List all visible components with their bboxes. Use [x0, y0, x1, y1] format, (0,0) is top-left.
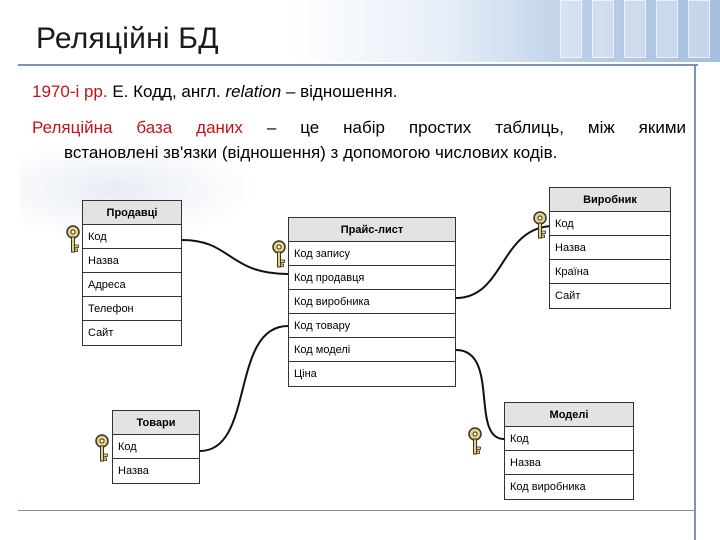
- table-sellers-header: Продавці: [83, 201, 181, 225]
- slide-title: Реляційні БД: [36, 22, 219, 55]
- primary-key-icon: [533, 211, 547, 239]
- table-row: Код: [550, 212, 670, 236]
- definition-first-line: Реляційна база даних – це набір простих …: [32, 115, 686, 140]
- table-row: Код моделі: [289, 338, 455, 362]
- relation-term: relation: [225, 82, 282, 101]
- primary-key-icon: [468, 427, 482, 455]
- table-row: Код продавця: [289, 266, 455, 290]
- table-row: Назва: [113, 459, 199, 483]
- definition-term: Реляційна база даних: [32, 118, 243, 137]
- primary-key-icon: [95, 434, 109, 462]
- table-row: Код запису: [289, 242, 455, 266]
- table-row: Ціна: [289, 362, 455, 386]
- table-sellers: Продавці Код Назва Адреса Телефон Сайт: [82, 200, 182, 346]
- primary-key-icon: [66, 225, 80, 253]
- header-decor-tile: [688, 0, 710, 58]
- header-decor-tile: [624, 0, 646, 58]
- header-decor-tile: [656, 0, 678, 58]
- table-row: Країна: [550, 260, 670, 284]
- table-row: Адреса: [83, 273, 181, 297]
- header-decor-tile: [560, 0, 582, 58]
- header-band: [0, 0, 720, 62]
- table-row: Код: [505, 427, 633, 451]
- table-manufacturer-header: Виробник: [550, 188, 670, 212]
- definition-rest: – це набір простих таблиць, між якими: [242, 118, 686, 137]
- table-row: Код виробника: [289, 290, 455, 314]
- table-row: Код: [113, 435, 199, 459]
- table-row: Код товару: [289, 314, 455, 338]
- table-row: Код виробника: [505, 475, 633, 499]
- bottom-divider: [18, 510, 694, 511]
- right-divider: [694, 64, 696, 540]
- table-row: Код: [83, 225, 181, 249]
- table-models: Моделі Код Назва Код виробника: [504, 402, 634, 500]
- title-divider: [18, 64, 698, 66]
- table-goods-header: Товари: [113, 411, 199, 435]
- relation-translation: – відношення.: [281, 82, 398, 101]
- table-row: Назва: [505, 451, 633, 475]
- table-row: Назва: [83, 249, 181, 273]
- table-pricelist-header: Прайс-лист: [289, 218, 455, 242]
- history-line: 1970-і рр. Е. Кодд, англ. relation – від…: [32, 82, 398, 102]
- table-row: Назва: [550, 236, 670, 260]
- link-goods-pricelist: [199, 325, 289, 452]
- author-text: Е. Кодд, англ.: [107, 82, 226, 101]
- table-pricelist: Прайс-лист Код запису Код продавця Код в…: [288, 217, 456, 387]
- definition-paragraph: Реляційна база даних – це набір простих …: [32, 115, 686, 165]
- years-text: 1970-і рр.: [32, 82, 108, 101]
- table-manufacturer: Виробник Код Назва Країна Сайт: [549, 187, 671, 309]
- header-decor-tile: [592, 0, 614, 58]
- table-row: Сайт: [550, 284, 670, 308]
- table-row: Телефон: [83, 297, 181, 321]
- table-goods: Товари Код Назва: [112, 410, 200, 484]
- definition-second-line: встановлені зв'язки (відношення) з допом…: [64, 143, 558, 162]
- table-models-header: Моделі: [505, 403, 633, 427]
- primary-key-icon: [272, 240, 286, 268]
- table-row: Сайт: [83, 321, 181, 345]
